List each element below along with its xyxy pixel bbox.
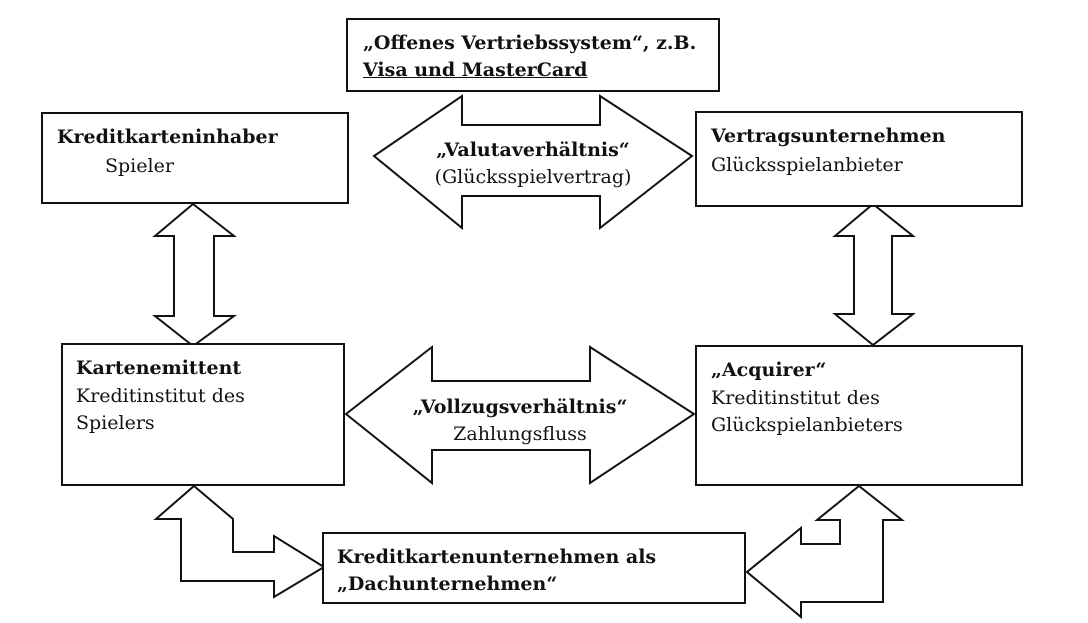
merchant-box: Vertragsunternehmen Glücksspielanbieter [695, 111, 1023, 207]
right-vertical-double-arrow [832, 202, 916, 347]
vollzug-double-arrow [344, 344, 696, 486]
merchant-subtitle: Glücksspielanbieter [711, 154, 903, 176]
open-distribution-system-box: „Offenes Vertriebssystem“, z.B. Visa und… [346, 18, 720, 92]
right-corner-arrow [745, 484, 905, 620]
valuta-relation-label: „Valutaverhältnis“ (Glücksspielvertrag) [403, 137, 663, 191]
open-distribution-system-example: Visa und MasterCard [363, 59, 588, 81]
acquirer-title: „Acquirer“ [711, 359, 827, 381]
card-issuer-box: Kartenemittent Kreditinstitut des Spiele… [61, 343, 345, 486]
umbrella-company-line1: Kreditkartenunternehmen als [337, 546, 657, 568]
vollzug-relation-subtitle: Zahlungsfluss [453, 423, 587, 445]
acquirer-line2: Glückspielanbieters [711, 414, 903, 436]
vollzug-relation-label: „Vollzugsverhältnis“ Zahlungsfluss [390, 394, 650, 448]
vollzug-relation-title: „Vollzugsverhältnis“ [412, 396, 628, 418]
acquirer-line1: Kreditinstitut des [711, 387, 880, 409]
left-corner-arrow [153, 484, 326, 599]
valuta-relation-title: „Valutaverhältnis“ [436, 139, 630, 161]
umbrella-company-line2: „Dachunternehmen“ [337, 573, 558, 595]
merchant-title: Vertragsunternehmen [711, 125, 946, 147]
card-issuer-title: Kartenemittent [76, 357, 242, 379]
valuta-relation-subtitle: (Glücksspielvertrag) [434, 166, 632, 188]
umbrella-company-box: Kreditkartenunternehmen als „Dachunterne… [322, 532, 746, 604]
card-issuer-line1: Kreditinstitut des [76, 385, 245, 407]
valuta-double-arrow [372, 94, 694, 231]
cardholder-title: Kreditkarteninhaber [57, 126, 278, 148]
acquirer-box: „Acquirer“ Kreditinstitut des Glückspiel… [695, 345, 1023, 486]
cardholder-subtitle: Spieler [105, 155, 174, 177]
card-issuer-line2: Spielers [76, 412, 155, 434]
left-vertical-double-arrow [152, 202, 238, 348]
cardholder-box: Kreditkarteninhaber Spieler [41, 112, 349, 204]
open-distribution-system-title: „Offenes Vertriebssystem“, z.B. [363, 32, 697, 54]
